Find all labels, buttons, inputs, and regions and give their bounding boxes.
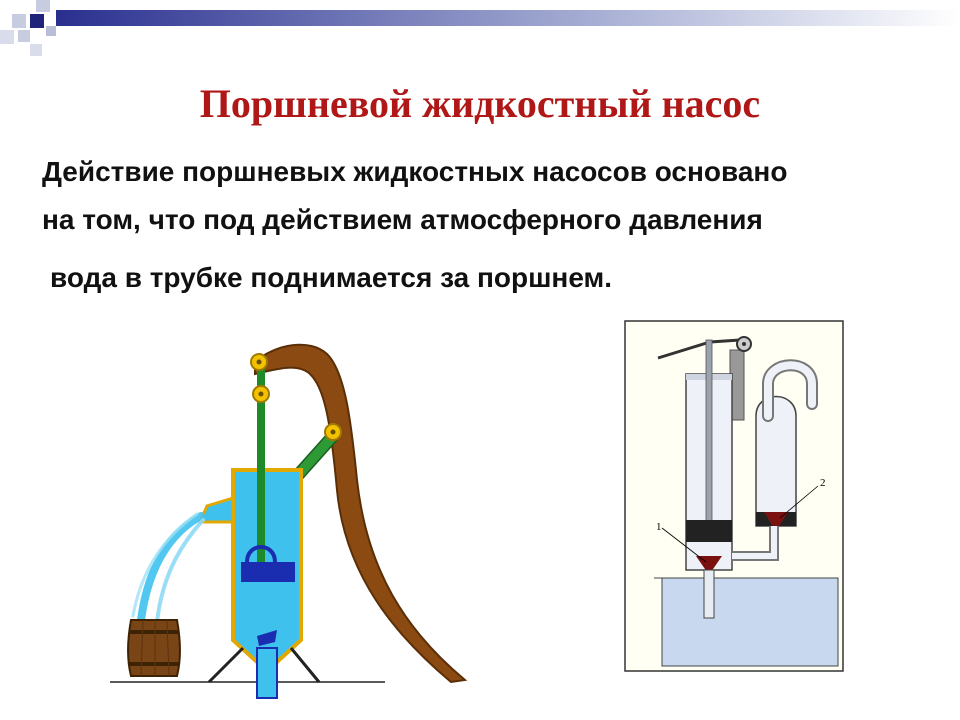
label-valve-1: 1 — [656, 521, 662, 533]
body-text-line-3: вода в трубке поднимается за поршнем. — [50, 262, 613, 293]
slide-title: Поршневой жидкостный насос — [199, 81, 761, 126]
body-text-line-1: Действие поршневых жидкостных насосов ос… — [42, 156, 788, 187]
piston-pump-schematic: 1 2 — [624, 320, 844, 672]
corner-decoration — [0, 0, 960, 56]
label-valve-2: 2 — [820, 477, 826, 489]
hand-pump-illustration — [110, 343, 468, 699]
body-text-line-2: на том, что под действием атмосферного д… — [42, 204, 763, 235]
